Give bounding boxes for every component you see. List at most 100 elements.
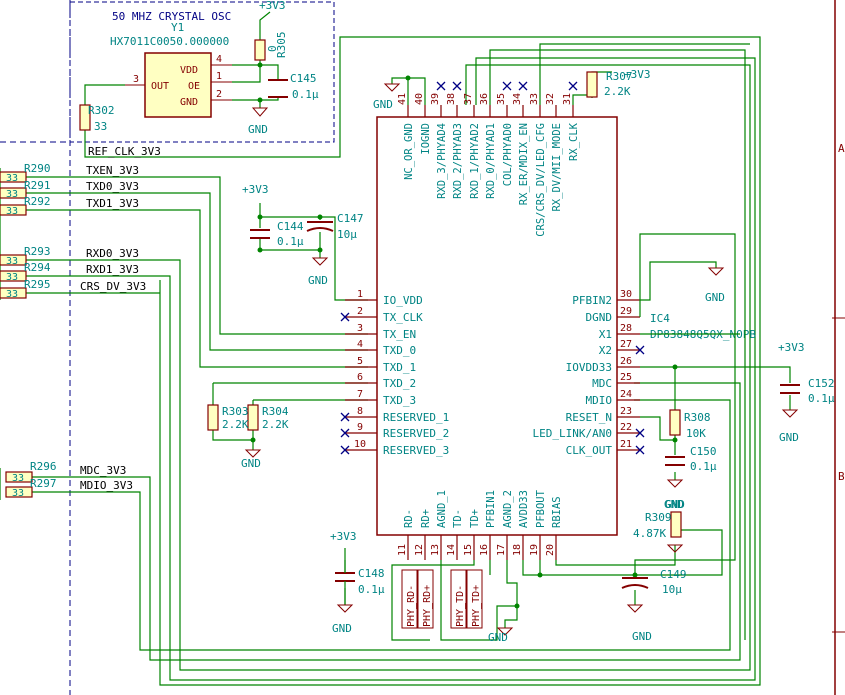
- junction-reset: [672, 437, 678, 443]
- svg-text:32: 32: [545, 93, 556, 105]
- crystal-part: HX7011C0050.000000: [110, 35, 229, 48]
- gnd-crystal-label: GND: [248, 123, 268, 136]
- gnd-c149-label: GND: [632, 630, 652, 643]
- r309-ref: R309: [645, 511, 672, 524]
- c149-body: [621, 577, 649, 589]
- crystal-y1: [125, 52, 232, 118]
- r303-ref: R303: [222, 405, 249, 418]
- border-letter-b: B: [838, 470, 845, 483]
- c148-ref: C148: [358, 567, 385, 580]
- c145-value: 0.1µ: [292, 88, 319, 101]
- net-ref-clk: REF_CLK_3V3: [88, 145, 161, 158]
- gnd-r309-label: GND: [664, 498, 684, 511]
- ic4-left-pin-names: IO_VDD TX_CLK TX_EN TXD_0 TXD_1 TXD_2 TX…: [383, 294, 449, 457]
- svg-text:RXD_2/PHYAD3: RXD_2/PHYAD3: [452, 123, 464, 199]
- ic4-top-pin-numbers: 41 40 39 38 37 36 35 34 33 32 31: [397, 93, 573, 105]
- svg-text:LED_LINK/AN0: LED_LINK/AN0: [533, 427, 612, 440]
- c152-value: 0.1µ: [808, 392, 835, 405]
- junction-c144-b: [317, 214, 323, 220]
- gnd-r304-label: GND: [241, 457, 261, 470]
- svg-text:36: 36: [479, 93, 490, 105]
- svg-text:IO_VDD: IO_VDD: [383, 294, 423, 307]
- ic4-body: [376, 116, 618, 536]
- svg-text:TX_EN: TX_EN: [383, 328, 416, 341]
- svg-text:TXD_1: TXD_1: [383, 361, 416, 374]
- ic4-right-pin-stubs: [617, 299, 640, 451]
- r308-ref: R308: [684, 411, 711, 424]
- svg-text:TX_CLK: TX_CLK: [383, 311, 423, 324]
- svg-text:TXD_2: TXD_2: [383, 377, 416, 390]
- crystal-pinnum-3: 3: [133, 74, 139, 85]
- svg-text:DGND: DGND: [586, 311, 613, 324]
- crystal-pin-out: OUT: [151, 81, 169, 92]
- svg-text:RESERVED_1: RESERVED_1: [383, 411, 449, 424]
- r304-value: 2.2K: [262, 418, 289, 431]
- v33-r307-label: +3V3: [624, 68, 651, 81]
- crystal-pinnum-4: 4: [216, 54, 222, 65]
- gnd-pin40-label: GND: [373, 98, 393, 111]
- svg-text:RX_DV/MII_MODE: RX_DV/MII_MODE: [551, 123, 563, 212]
- svg-text:IOGND: IOGND: [420, 123, 432, 155]
- r308-body: [669, 409, 681, 436]
- gnd-c149-symbol: [626, 604, 644, 613]
- crystal-ref: Y1: [171, 21, 184, 34]
- junction-r303: [250, 437, 256, 443]
- c144-body: [250, 229, 270, 239]
- svg-text:14: 14: [446, 544, 457, 556]
- r297-ref: R297: [30, 477, 57, 490]
- r294-value: 33: [6, 272, 18, 283]
- ic4-left-pin-numbers: 1 2 3 4 5 6 7 8 9 10: [354, 289, 366, 450]
- svg-text:3: 3: [357, 323, 363, 334]
- svg-text:RXD_0/PHYAD1: RXD_0/PHYAD1: [485, 123, 497, 199]
- svg-text:CRS/CRS_DV/LED_CFG: CRS/CRS_DV/LED_CFG: [535, 123, 547, 237]
- svg-text:16: 16: [479, 544, 490, 556]
- r293-value: 33: [6, 256, 18, 267]
- r292-value: 33: [6, 206, 18, 217]
- no-connect-marks: [340, 81, 645, 455]
- r303-value: 2.2K: [222, 418, 249, 431]
- phy-labels: PHY_RD- PHY_RD+ PHY_TD- PHY_TD+: [401, 569, 483, 629]
- ic4-bottom-pin-numbers: 11 12 13 14 15 16 17 18 19 20: [397, 544, 556, 556]
- svg-text:TXD_0: TXD_0: [383, 344, 416, 357]
- r304-body: [247, 404, 259, 431]
- gnd-c147-label: GND: [308, 274, 328, 287]
- svg-text:8: 8: [357, 406, 363, 417]
- svg-text:RX_CLK: RX_CLK: [568, 122, 580, 161]
- r307-body: [586, 71, 598, 98]
- r309-body: [670, 511, 682, 538]
- c147-ref: C147: [337, 212, 364, 225]
- c144-value: 0.1µ: [277, 235, 304, 248]
- r295-value: 33: [6, 289, 18, 300]
- svg-text:38: 38: [446, 93, 457, 105]
- junction-crystal-1: [257, 62, 263, 68]
- c148-value: 0.1µ: [358, 583, 385, 596]
- gnd-c148-label: GND: [332, 622, 352, 635]
- r302-ref: R302: [88, 104, 115, 117]
- v33-c152-label: +3V3: [778, 341, 805, 354]
- junction-avdd: [537, 572, 543, 578]
- svg-text:39: 39: [430, 93, 441, 105]
- svg-text:5: 5: [357, 356, 363, 367]
- r303-body: [207, 404, 219, 431]
- svg-text:17: 17: [496, 544, 507, 556]
- svg-text:30: 30: [620, 289, 632, 300]
- svg-text:MDIO: MDIO: [586, 394, 613, 407]
- svg-text:AGND_2: AGND_2: [502, 490, 514, 528]
- svg-text:29: 29: [620, 306, 632, 317]
- gnd-c152-label: GND: [779, 431, 799, 444]
- svg-text:RBIAS: RBIAS: [551, 496, 563, 528]
- series-resistor-bodies: [0, 171, 33, 498]
- r294-ref: R294: [24, 261, 51, 274]
- r290-ref: R290: [24, 162, 51, 175]
- svg-text:31: 31: [562, 93, 573, 105]
- gnd-r309-symbol: [666, 544, 684, 553]
- r295-ref: R295: [24, 278, 51, 291]
- svg-text:11: 11: [397, 544, 408, 556]
- ic4-left-pin-stubs: [345, 299, 377, 451]
- v33-c148-label: +3V3: [330, 530, 357, 543]
- phy-rd-plus-label: PHY_RD+: [422, 585, 433, 627]
- svg-text:18: 18: [512, 544, 523, 556]
- svg-text:23: 23: [620, 406, 632, 417]
- junction-crystal-2: [257, 97, 263, 103]
